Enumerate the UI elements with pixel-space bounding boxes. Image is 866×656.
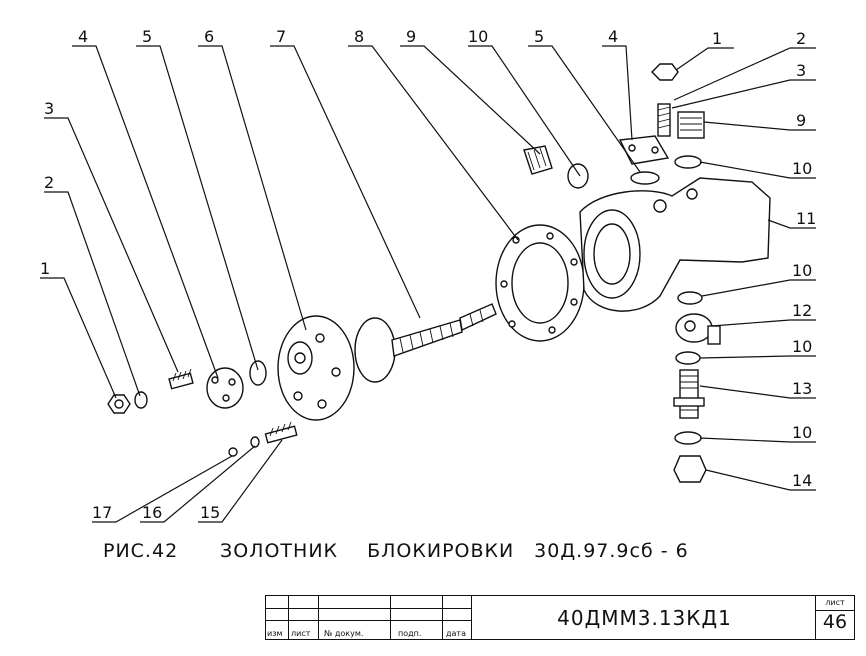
callout-right-9: 14 [792, 471, 812, 490]
callout-right-1: 9 [796, 111, 806, 130]
exploded-assembly-drawing: 4 5 6 7 8 9 10 5 4 1 2 3 3 2 1 9 10 11 1… [40, 27, 816, 523]
part-stud-top [657, 103, 671, 137]
sheet-number: 46 [822, 611, 848, 633]
callout-top-11: 2 [796, 29, 806, 48]
sheet-label: лист [816, 596, 854, 611]
callout-right-4: 10 [792, 261, 812, 280]
callout-top-7: 10 [468, 27, 488, 46]
header-signature: подп. [398, 629, 422, 638]
callout-right-7: 13 [792, 379, 812, 398]
callout-top-6: 9 [406, 27, 416, 46]
callout-bottom-3: 15 [200, 503, 220, 522]
callout-right-6: 10 [792, 337, 812, 356]
revision-grid: изм лист № докум. подп. дата [266, 596, 472, 639]
part-washer-left [134, 391, 148, 409]
leader-lines [40, 45, 816, 523]
callouts-right: 9 10 11 10 12 10 13 10 14 [792, 111, 816, 490]
header-sheet: лист [291, 629, 311, 638]
part-ring-left [249, 360, 267, 386]
callout-top-12: 3 [796, 61, 806, 80]
part-nut-right [673, 455, 707, 483]
part-fitting-upper-left [523, 145, 553, 175]
callout-top-3: 6 [204, 27, 214, 46]
callout-right-8: 10 [792, 423, 812, 442]
callout-bottom-1: 17 [92, 503, 112, 522]
figure-caption: РИС.42 ЗОЛОТНИК БЛОКИРОВКИ 30Д.97.9сб - … [103, 540, 689, 562]
part-fitting-upper-right [677, 111, 705, 139]
callouts-top: 4 5 6 7 8 9 10 5 4 1 2 3 [78, 27, 806, 80]
figure-designation: 30Д.97.9сб - 6 [534, 540, 689, 562]
part-flange-upper [618, 135, 670, 165]
callout-top-5: 8 [354, 27, 364, 46]
part-banjo [675, 313, 721, 345]
part-washer-upper [630, 171, 660, 185]
callout-top-8: 5 [534, 27, 544, 46]
part-spool [354, 303, 497, 383]
part-washer-right-2 [675, 351, 701, 365]
part-washer-right-top [674, 155, 702, 169]
sheet-box: лист 46 [815, 596, 854, 639]
part-stud-left [168, 368, 194, 390]
figure-name: ЗОЛОТНИК [220, 540, 339, 562]
part-nut-left [107, 394, 131, 414]
callout-left-1: 3 [44, 99, 54, 118]
callout-top-9: 4 [608, 27, 618, 46]
header-change: изм [267, 629, 283, 638]
part-washer-right-3 [674, 431, 702, 445]
part-housing [579, 177, 771, 312]
part-washer-right-1 [677, 291, 703, 305]
part-small-parts-bottom [228, 421, 298, 457]
callout-top-4: 7 [276, 27, 286, 46]
callout-right-3: 11 [796, 209, 816, 228]
figure-label: РИС.42 [103, 540, 179, 562]
part-nut-top [651, 63, 679, 81]
part-ring-upper [567, 163, 589, 189]
document-code: 40ДММ3.13КД1 [557, 605, 732, 630]
callout-left-2: 2 [44, 173, 54, 192]
callout-right-2: 10 [792, 159, 812, 178]
part-cover [277, 315, 355, 421]
figure-kind: БЛОКИРОВКИ [367, 540, 515, 562]
callout-top-2: 5 [142, 27, 152, 46]
callout-bottom-2: 16 [142, 503, 162, 522]
callouts-left: 3 2 1 [40, 99, 54, 278]
title-block: изм лист № докум. подп. дата 40ДММ3.13КД… [265, 595, 855, 640]
callouts-bottom: 17 16 15 [92, 503, 220, 522]
callout-left-3: 1 [40, 259, 50, 278]
part-flange-left [206, 367, 244, 409]
callout-right-5: 12 [792, 301, 812, 320]
callout-top-10: 1 [712, 29, 722, 48]
header-date: дата [446, 629, 466, 638]
part-union [673, 369, 705, 419]
callout-top-1: 4 [78, 27, 88, 46]
header-document: № докум. [324, 629, 364, 638]
part-gasket [495, 224, 585, 342]
